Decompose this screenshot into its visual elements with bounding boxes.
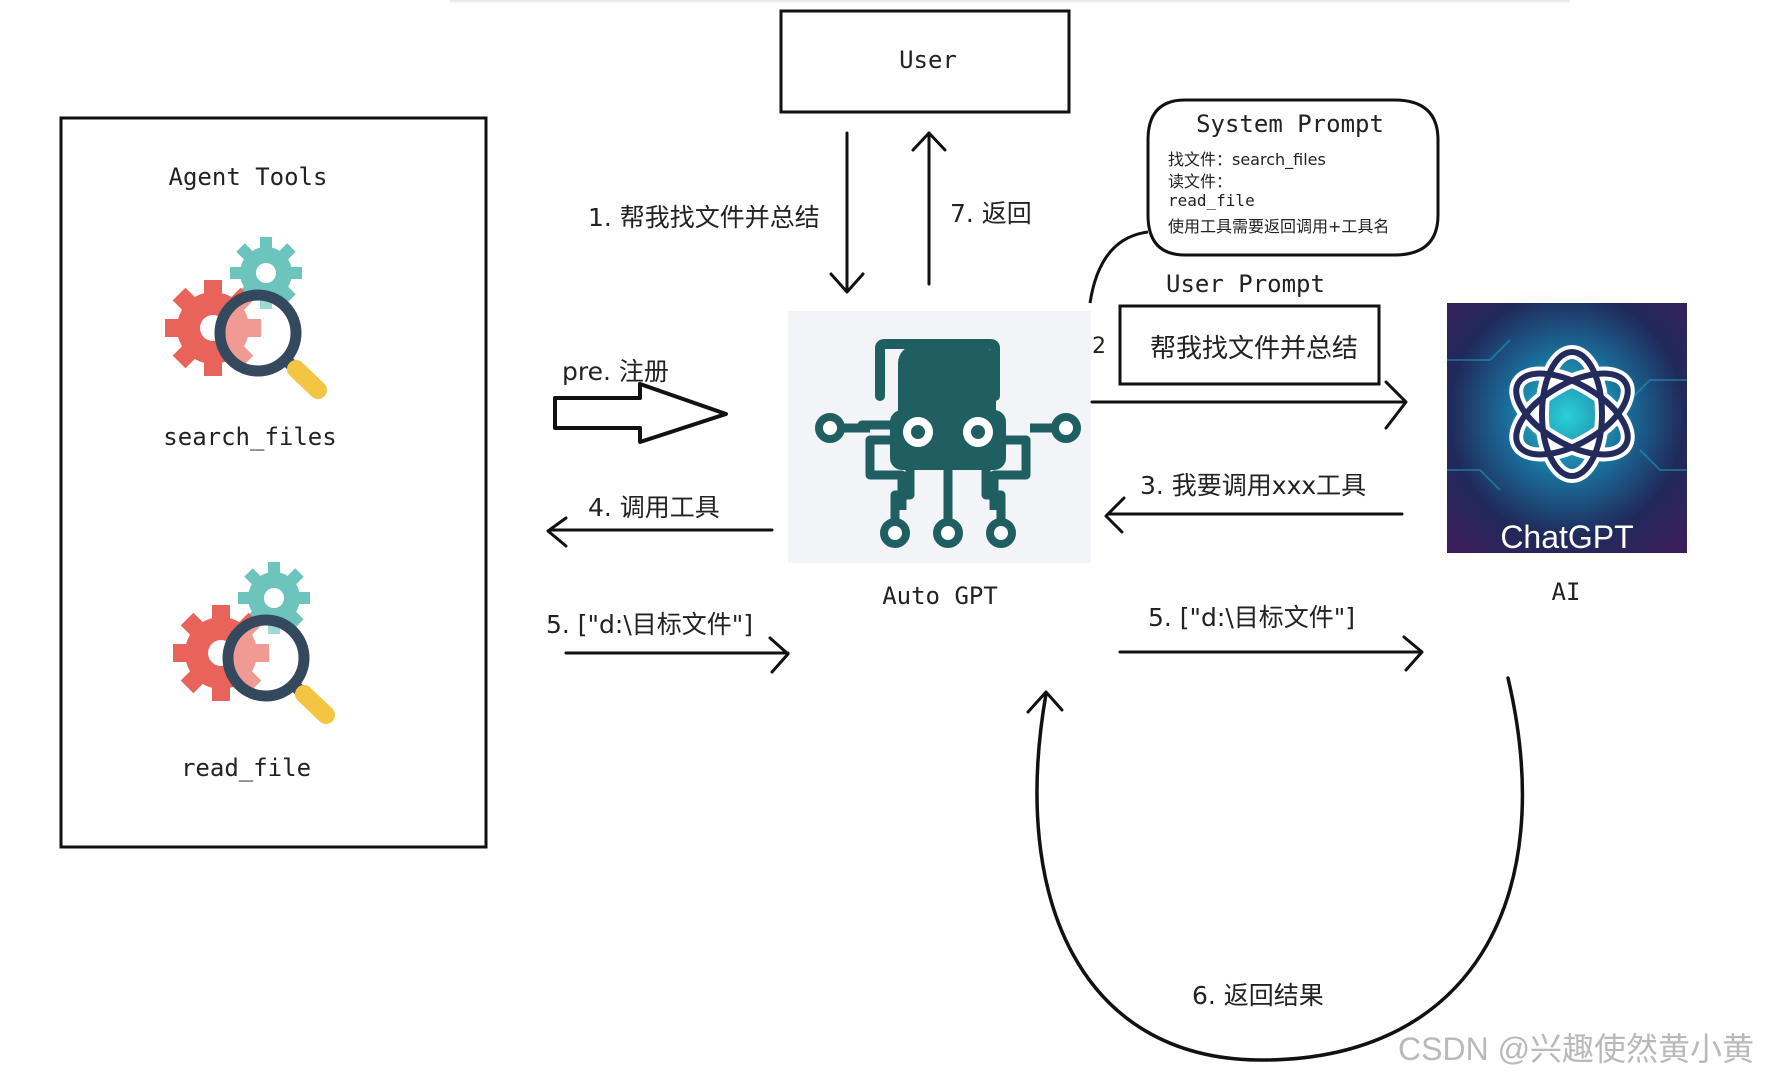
arrows — [546, 131, 1525, 1062]
step-1-label: 1. 帮我找文件并总结 — [588, 203, 820, 232]
step-2-number: 2 — [1092, 334, 1106, 359]
arrow-pre-register — [553, 382, 728, 444]
system-prompt-title: System Prompt — [1196, 110, 1384, 138]
top-edge-shadow — [450, 0, 1570, 4]
chatgpt-logo-text: ChatGPT — [1500, 519, 1634, 555]
system-prompt-line-4: 使用工具需要返回调用+工具名 — [1168, 217, 1390, 236]
step-7-label: 7. 返回 — [950, 199, 1032, 228]
watermark: CSDN @兴趣使然黄小黄 — [1398, 1031, 1755, 1067]
arrow-return-result-loop — [1035, 676, 1525, 1062]
user-box — [779, 9, 1071, 114]
user-prompt-label: User Prompt — [1166, 270, 1325, 298]
step-pre-label: pre. 注册 — [562, 357, 669, 386]
system-prompt-line-2: 读文件： — [1168, 172, 1233, 191]
step-3-label: 3. 我要调用xxx工具 — [1140, 471, 1367, 500]
system-prompt-line-1: 找文件：search_files — [1168, 150, 1326, 169]
step-5-left-label: 5. ["d:\目标文件"] — [546, 610, 754, 639]
agent-tools-title: Agent Tools — [168, 163, 328, 191]
system-prompt-bubble — [1146, 98, 1440, 257]
chatgpt-logo-icon — [1447, 303, 1687, 553]
step-6-label: 6. 返回结果 — [1192, 981, 1324, 1010]
user-prompt-text: 帮我找文件并总结 — [1150, 334, 1359, 364]
autogpt-octopus-icon — [788, 311, 1091, 563]
user-prompt-box — [1118, 304, 1381, 386]
step-5-right-label: 5. ["d:\目标文件"] — [1148, 603, 1356, 632]
tool-read-file-label: read_file — [180, 754, 312, 782]
system-prompt-bubble-tail — [1088, 230, 1149, 304]
tool-search-files-label: search_files — [163, 423, 337, 451]
user-label: User — [899, 46, 957, 74]
step-4-label: 4. 调用工具 — [588, 493, 720, 522]
ai-label: AI — [1551, 578, 1581, 606]
autogpt-label: Auto GPT — [882, 582, 998, 610]
system-prompt-line-3: read_file — [1168, 191, 1255, 210]
agent-tools-box — [59, 116, 488, 849]
